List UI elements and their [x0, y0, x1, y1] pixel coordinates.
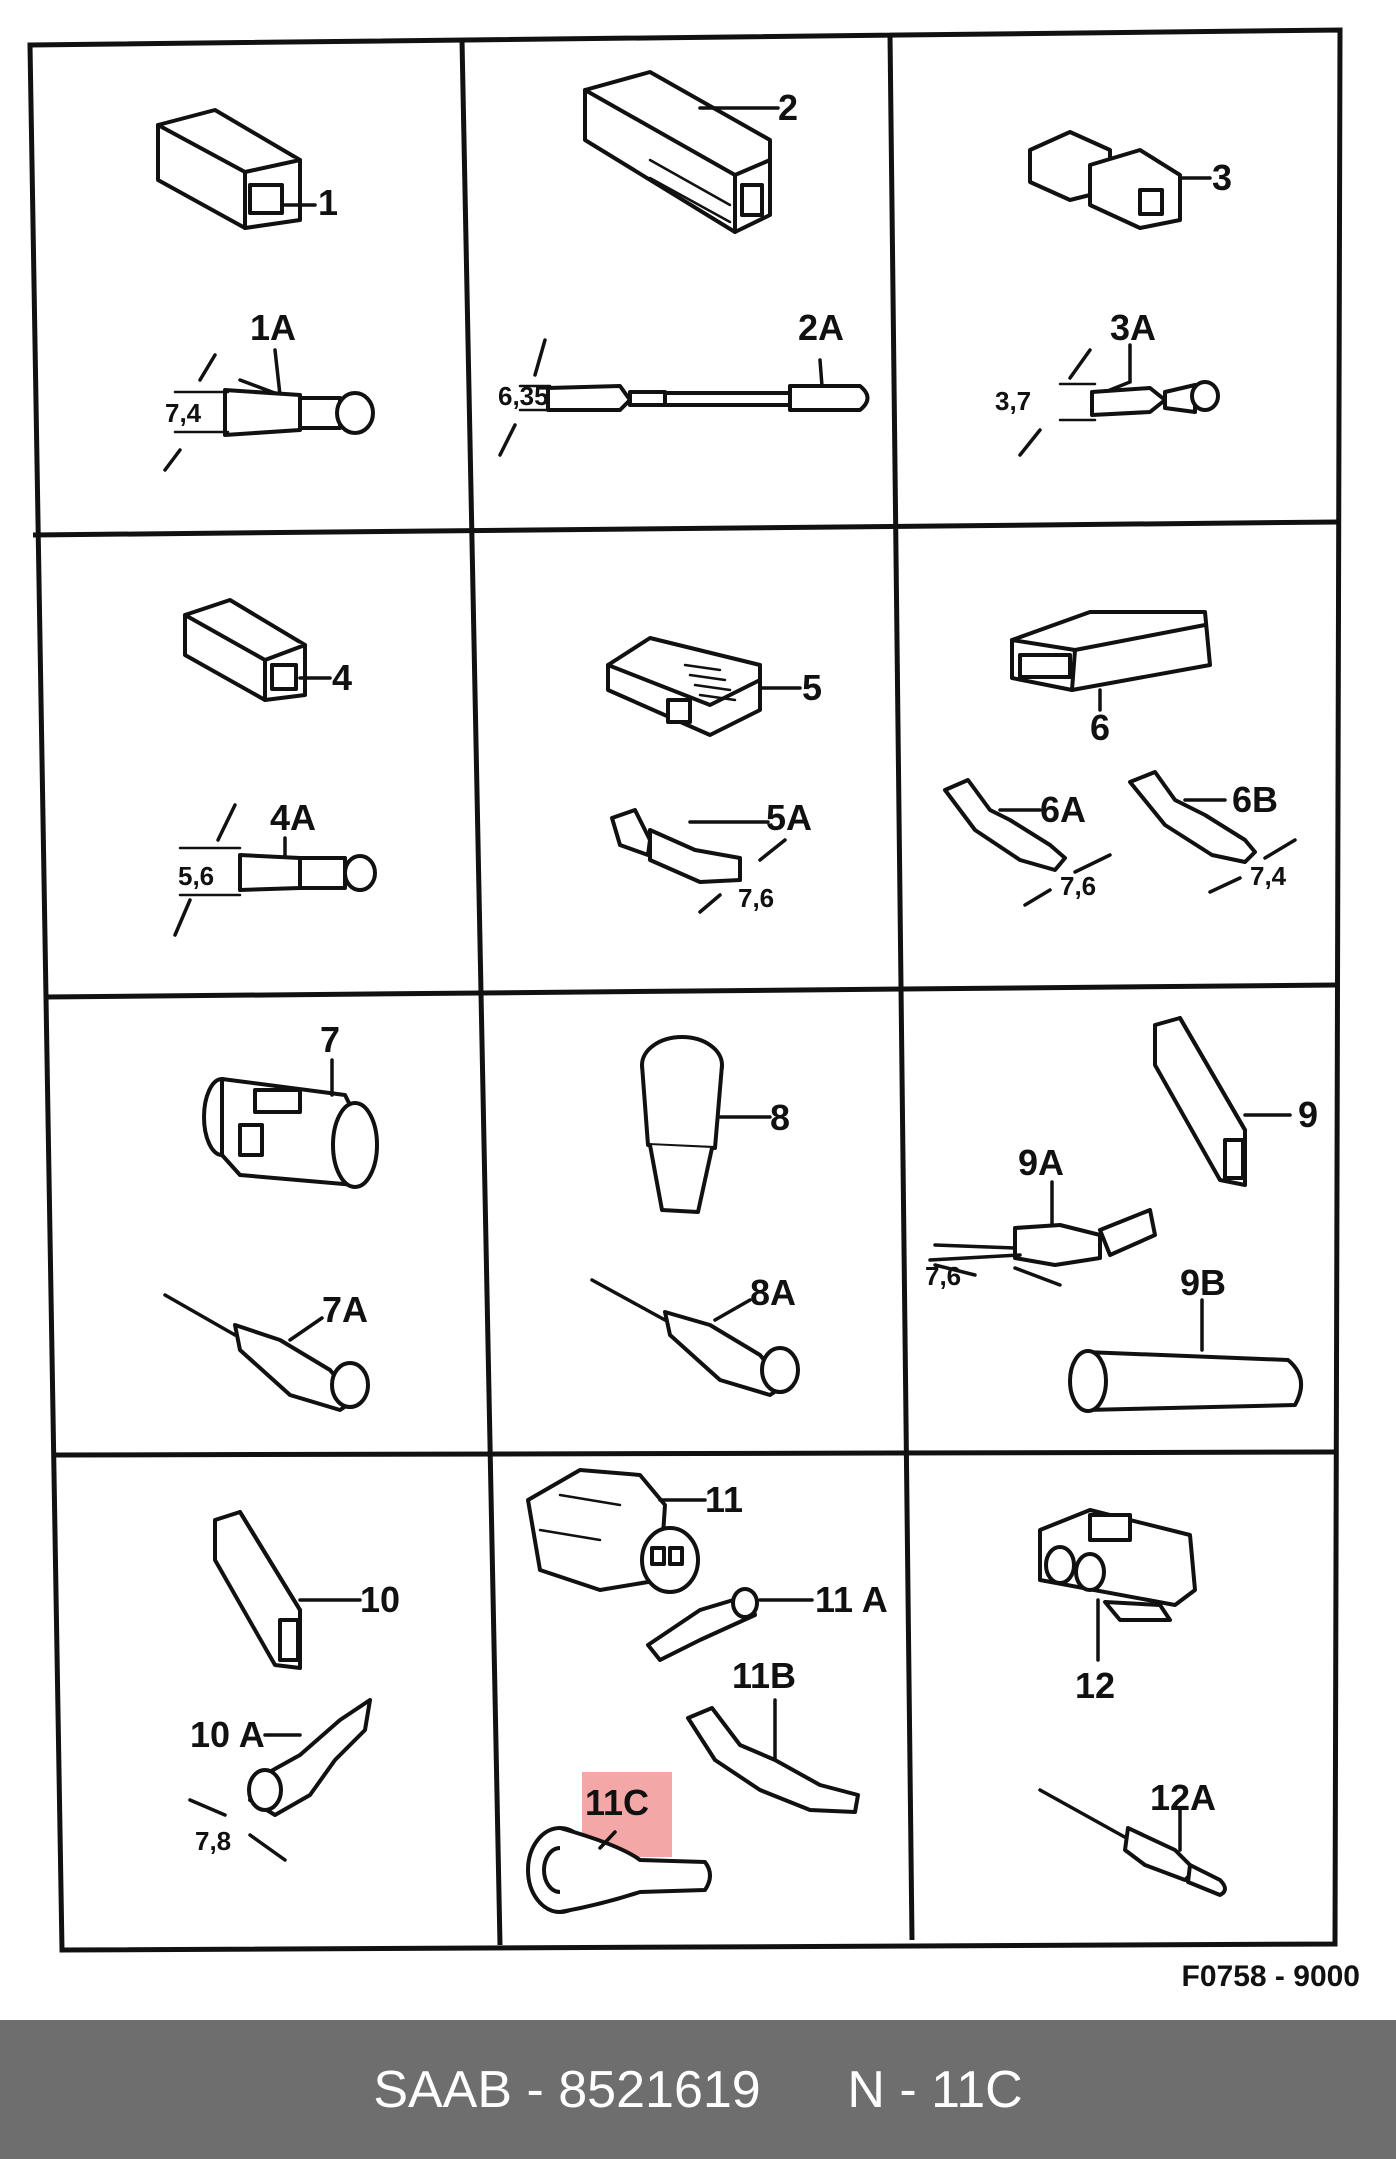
part-8-bulb-holder [640, 1035, 772, 1214]
label-6: 6 [1090, 707, 1110, 748]
part-3-connector-housing [1028, 130, 1212, 230]
frame-grid [27, 27, 1343, 1953]
label-8: 8 [770, 1097, 790, 1138]
label-3: 3 [1212, 157, 1232, 198]
dim-9a: 7,6 [925, 1261, 961, 1291]
label-7: 7 [320, 1019, 340, 1060]
drawing-code: F0758 - 9000 [1181, 1960, 1360, 1993]
part-5a-terminal [610, 808, 787, 914]
part-10a-terminal [188, 1698, 372, 1862]
dim-2a: 6,35 [498, 381, 549, 411]
label-11a: 11 A [815, 1579, 888, 1620]
part-1a-terminal [163, 348, 375, 472]
part-3a-terminal [1018, 343, 1220, 457]
dim-6b: 7,4 [1250, 861, 1287, 891]
dim-4a: 5,6 [178, 861, 214, 891]
part-9a-terminal [928, 1180, 1157, 1287]
label-4: 4 [332, 657, 352, 698]
label-9b: 9B [1180, 1262, 1226, 1303]
label-3a: 3A [1110, 307, 1156, 348]
part-10-connector-housing [213, 1510, 362, 1670]
footer-position: N - 11C [847, 2060, 1023, 2119]
label-1: 1 [318, 182, 338, 223]
label-6b: 6B [1232, 779, 1278, 820]
part-12a-pin [1038, 1788, 1227, 1897]
footer-spacer [761, 2060, 848, 2120]
part-11-connector-housing [526, 1468, 707, 1594]
label-11c: 11C [585, 1782, 649, 1823]
part-11b-terminal [686, 1698, 860, 1814]
part-8a-lead [590, 1278, 800, 1397]
part-2-connector-housing [583, 70, 780, 234]
label-12a: 12A [1150, 1777, 1216, 1818]
part-7-bulb-socket [202, 1058, 379, 1189]
part-2a-terminal [498, 338, 870, 457]
dim-6a: 7,6 [1060, 871, 1096, 901]
label-1a: 1A [250, 307, 296, 348]
dim-5a: 7,6 [738, 883, 774, 913]
part-6b-terminal [1128, 770, 1297, 894]
part-11a-terminal [646, 1587, 814, 1662]
label-5: 5 [802, 667, 822, 708]
part-6-connector-housing [1010, 610, 1212, 712]
part-6a-terminal [943, 778, 1112, 907]
footer-brand-part: SAAB - 8521619 [373, 2060, 761, 2119]
dim-10a: 7,8 [195, 1826, 231, 1856]
label-9a: 9A [1018, 1142, 1064, 1183]
part-9-connector-housing [1153, 1016, 1292, 1187]
part-7a-lead [163, 1293, 370, 1412]
label-11: 11 [705, 1479, 743, 1520]
label-8a: 8A [750, 1272, 796, 1313]
label-4a: 4A [270, 797, 316, 838]
label-10: 10 [360, 1579, 400, 1620]
label-9: 9 [1298, 1094, 1318, 1135]
label-5a: 5A [766, 797, 812, 838]
part-12-connector-housing [1038, 1508, 1197, 1662]
label-2a: 2A [798, 307, 844, 348]
part-9b-sleeve [1068, 1298, 1304, 1413]
part-4a-terminal [173, 803, 377, 937]
label-10a: 10 A [190, 1714, 265, 1755]
label-2: 2 [778, 87, 798, 128]
part-11c-boot [526, 1772, 712, 1914]
dim-3a: 3,7 [995, 386, 1031, 416]
footer-bar: SAAB - 8521619 N - 11C [0, 2020, 1396, 2159]
label-11b: 11B [732, 1655, 796, 1696]
label-12: 12 [1075, 1665, 1115, 1706]
part-4-connector-housing [183, 598, 332, 702]
label-6a: 6A [1040, 789, 1086, 830]
part-1-connector-housing [156, 108, 317, 230]
part-5-connector-housing [606, 636, 802, 737]
label-7a: 7A [322, 1289, 368, 1330]
dim-1a: 7,4 [165, 398, 202, 428]
